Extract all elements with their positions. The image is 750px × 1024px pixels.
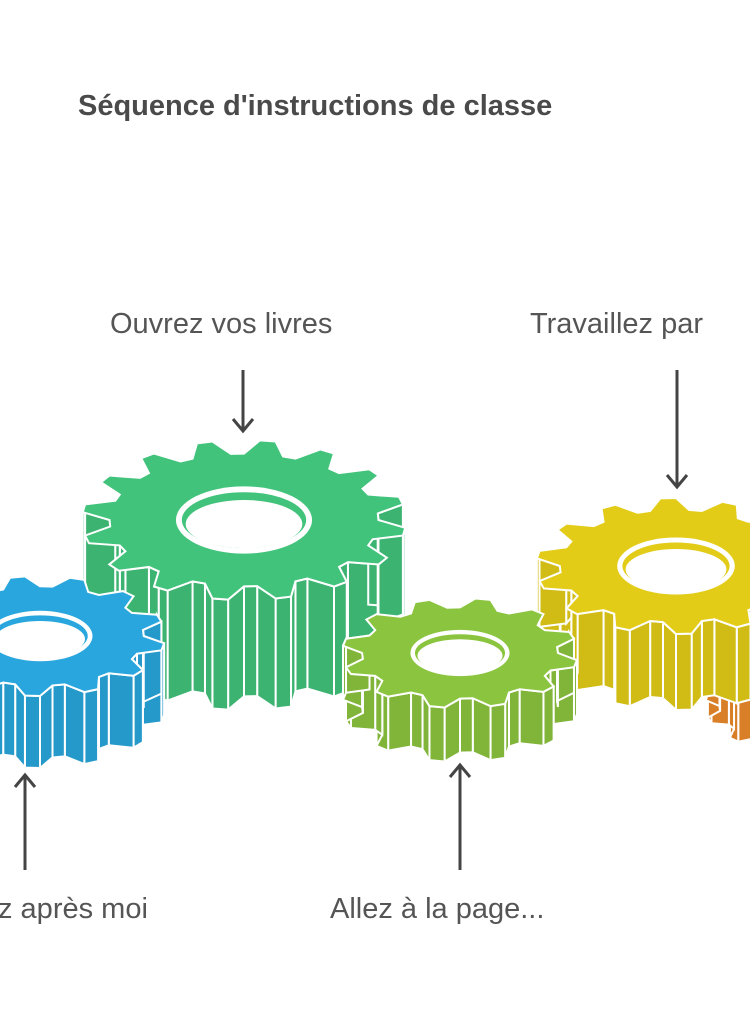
step-label-travaillez: Travaillez par	[530, 308, 703, 340]
step-label-ouvrez: Ouvrez vos livres	[110, 308, 333, 340]
step-label-allez: Allez à la page...	[330, 893, 545, 925]
arrow-up-icon	[13, 772, 37, 870]
arrow-up-icon	[448, 762, 472, 870]
page-title: Séquence d'instructions de classe	[78, 90, 553, 122]
gear-icon	[0, 575, 166, 771]
arrow-down-icon	[665, 370, 689, 490]
step-label-repetez: z après moi	[0, 893, 148, 925]
gear-icon	[341, 597, 579, 764]
arrow-down-icon	[231, 370, 255, 434]
